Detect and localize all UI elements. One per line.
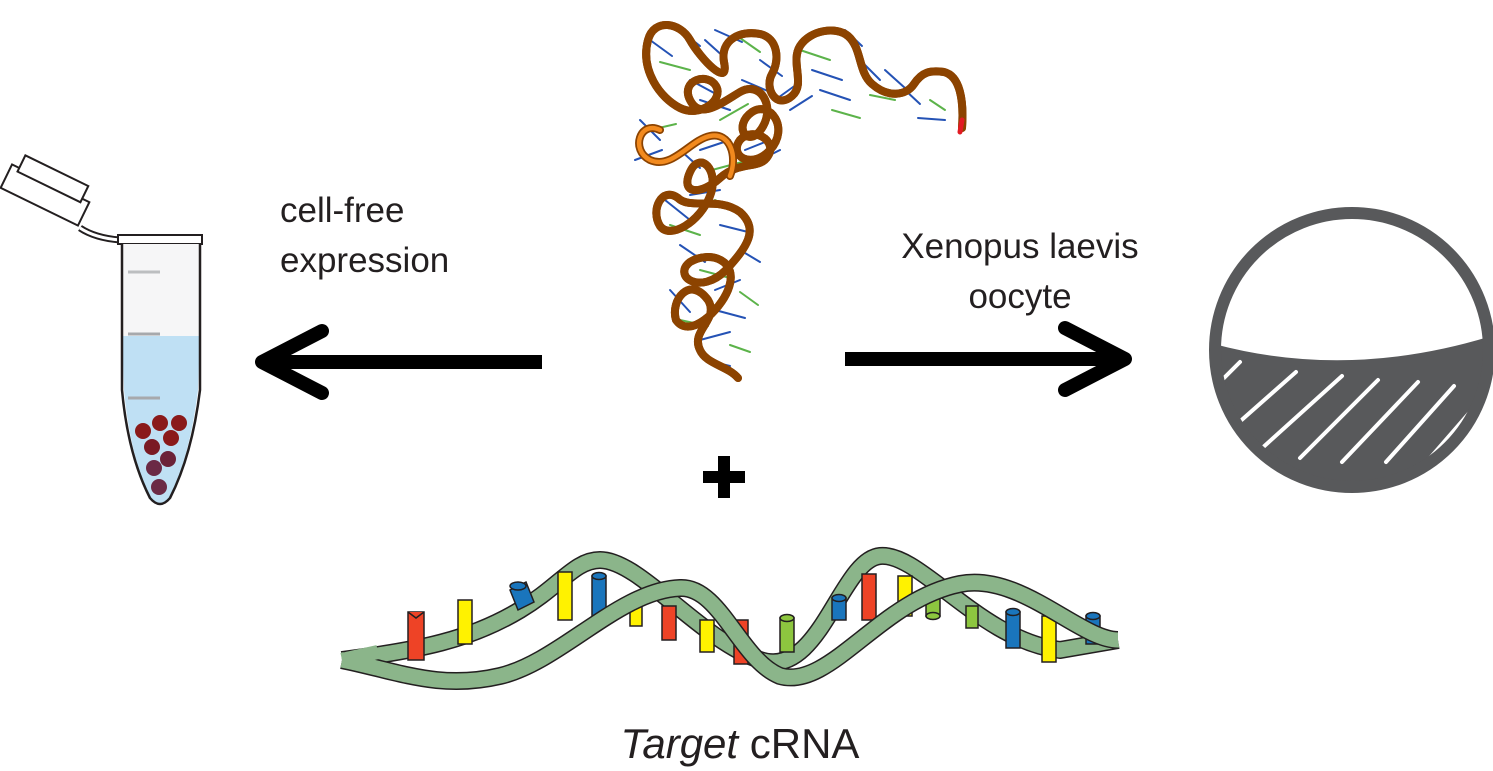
expression-line: expression <box>280 241 450 280</box>
bead-cluster <box>135 415 187 495</box>
cell-free-expression-label: cell-free expression <box>280 186 449 286</box>
microcentrifuge-tube-icon <box>0 154 203 506</box>
cell-free-line: cell-free <box>280 191 405 230</box>
oocyte-icon <box>1209 207 1493 493</box>
arrow-left-icon <box>255 324 542 400</box>
plus-icon <box>703 456 745 498</box>
xenopus-laevis-line: Xenopus laevis <box>901 227 1139 266</box>
rna-3d-structure-icon <box>634 25 962 378</box>
target-crna-label: Target cRNA <box>520 718 960 770</box>
target-word: Target <box>620 720 739 767</box>
xenopus-oocyte-label: Xenopus laevis oocyte <box>855 222 1185 322</box>
crna-word: cRNA <box>738 720 860 767</box>
arrow-right-icon <box>845 321 1132 397</box>
rna-helix-icon <box>340 546 1120 691</box>
oocyte-line: oocyte <box>968 277 1072 316</box>
